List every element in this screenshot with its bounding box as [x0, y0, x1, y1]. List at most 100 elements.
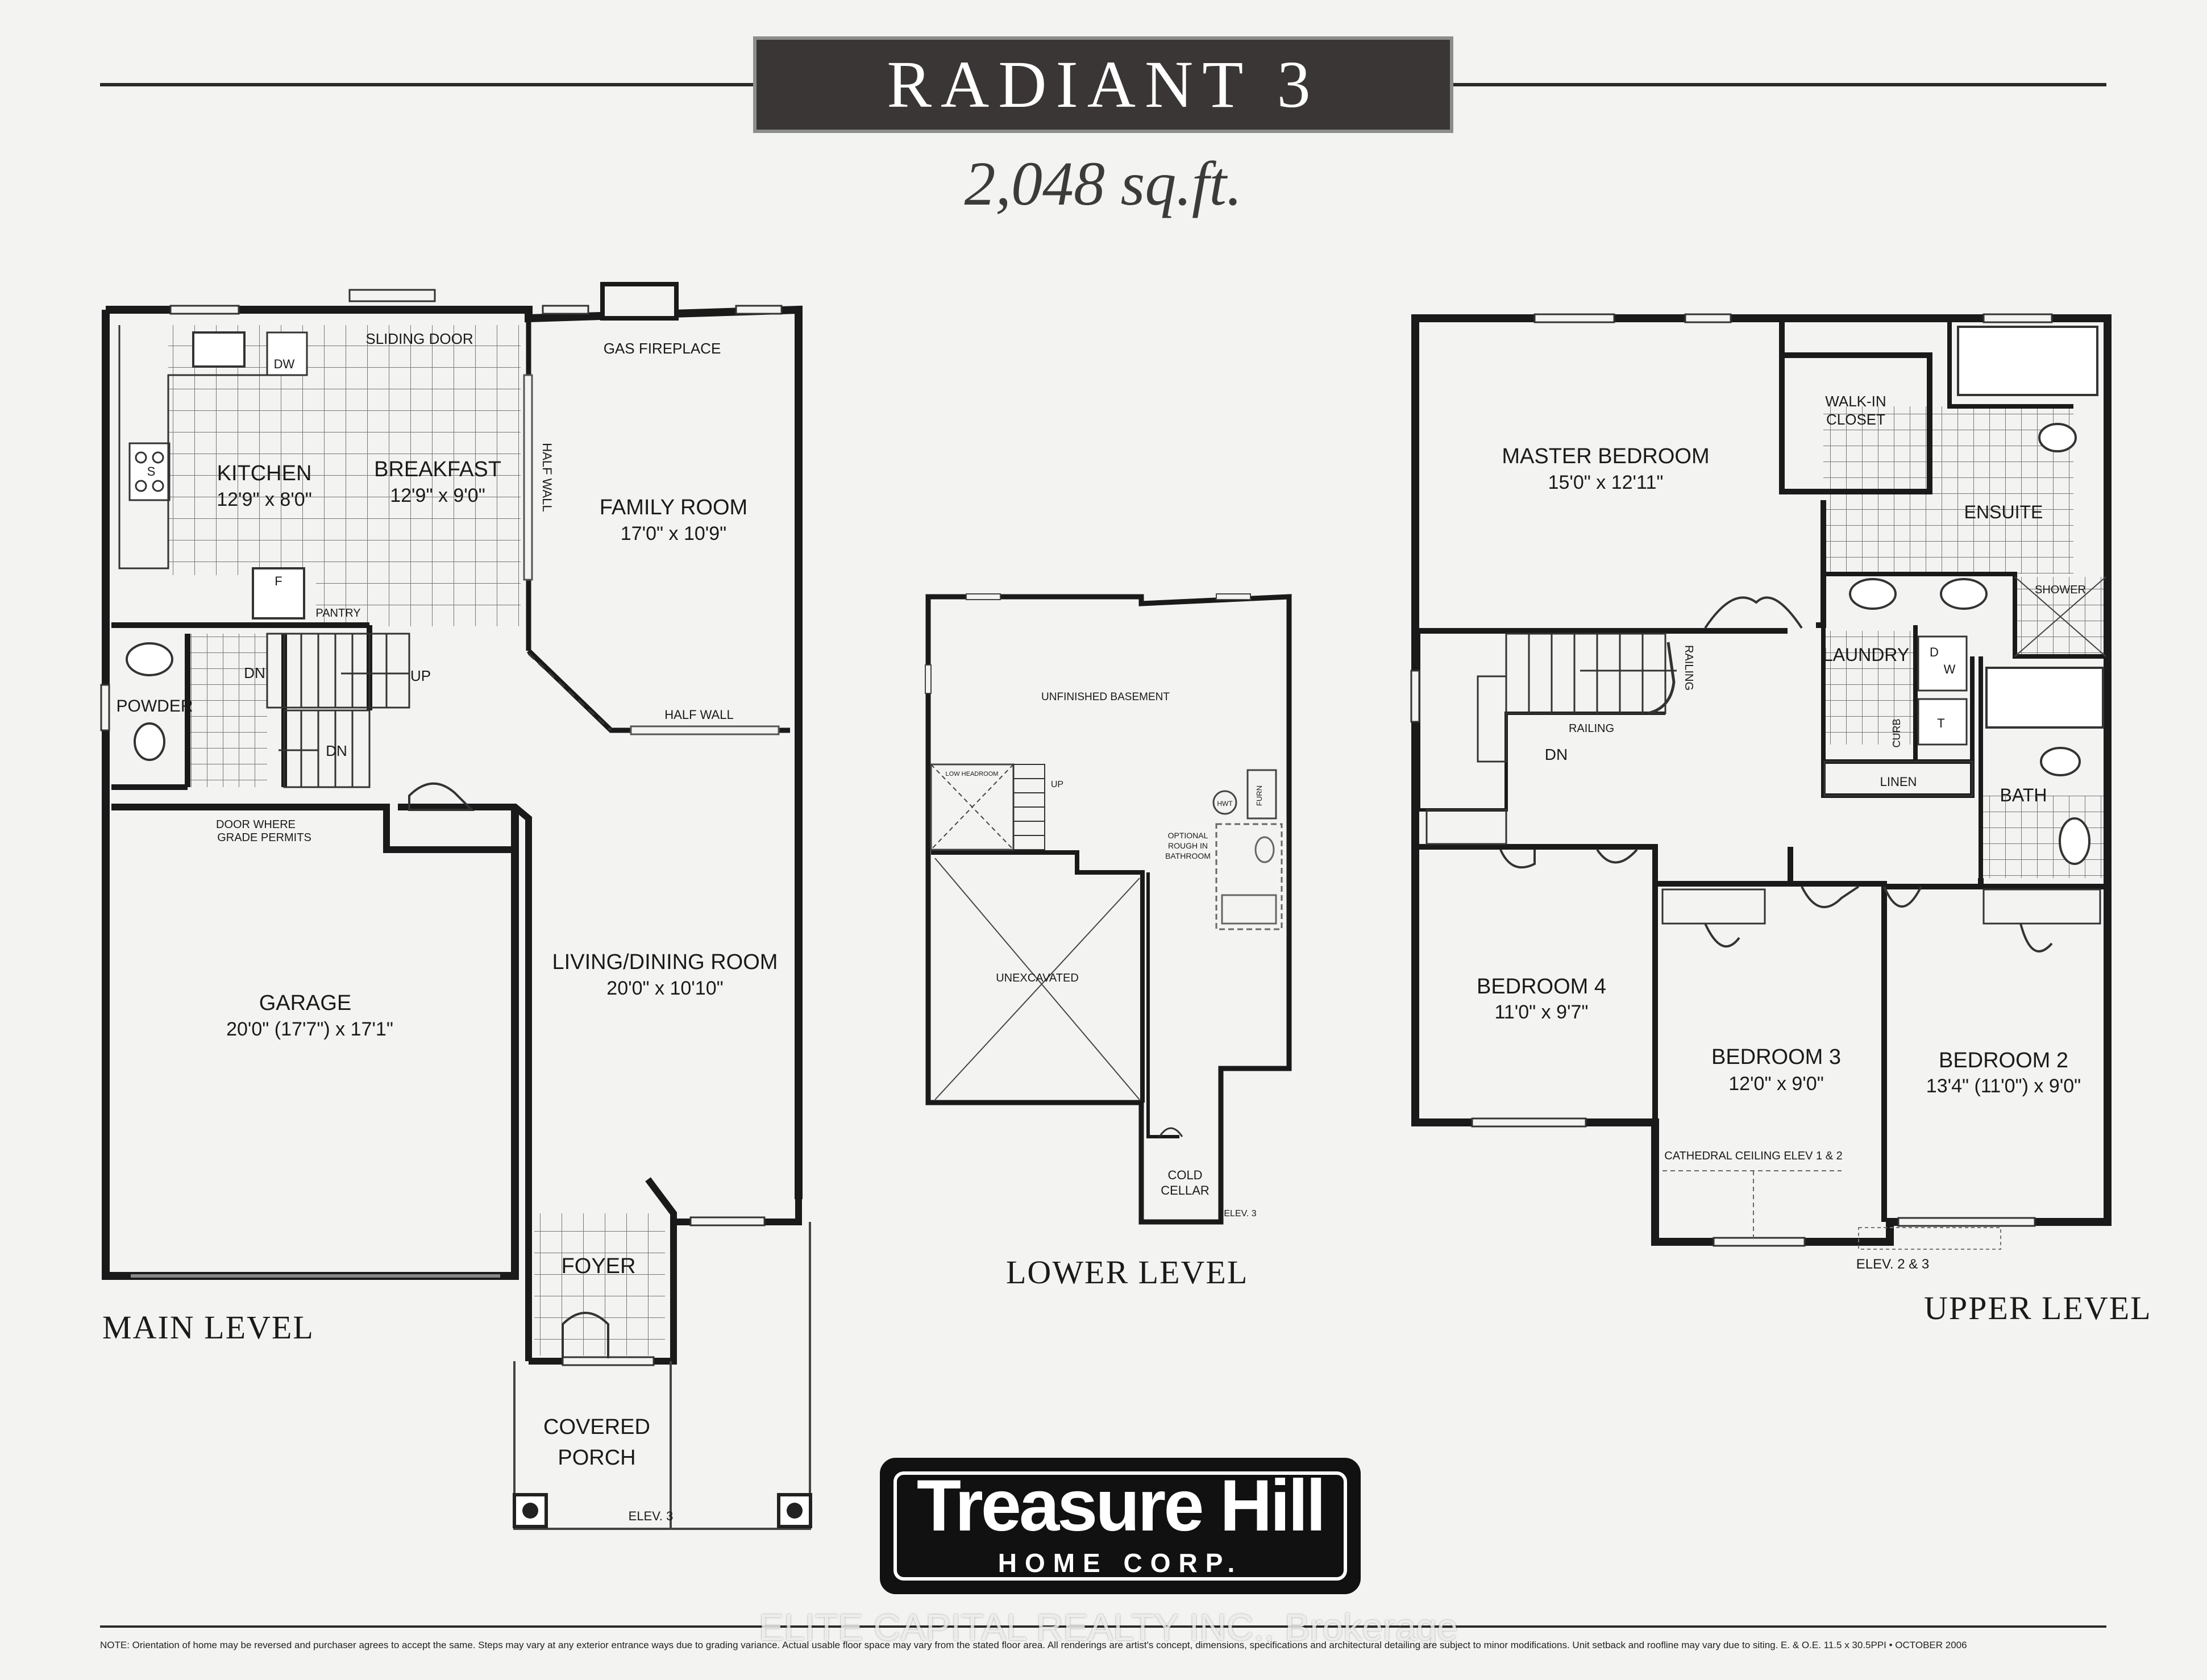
porch-line2: PORCH	[558, 1446, 635, 1470]
upper-window-6	[1713, 1237, 1806, 1247]
burner-icon	[152, 480, 164, 492]
upper-master-wall	[1419, 500, 1826, 634]
low-headroom-label: LOW HEADROOM	[946, 771, 999, 777]
upper-level-plan: MASTER BEDROOM 15'0" x 12'11" WALK-IN CL…	[1410, 313, 2112, 1272]
header-rule-right	[1453, 83, 2106, 86]
lower-up-label: UP	[1051, 780, 1063, 789]
door-swing	[2019, 923, 2053, 953]
upper-window-4	[1410, 669, 1420, 723]
builder-logo-main: Treasure Hill	[916, 1465, 1326, 1546]
porch-column-left	[513, 1493, 548, 1528]
bedroom3-dimensions: 12'0" x 9'0"	[1728, 1073, 1824, 1095]
unexcavated-diag-2	[934, 878, 1140, 1100]
builder-logo: Treasure Hill HOME CORP.	[880, 1458, 1361, 1594]
ensuite-sink-2	[1940, 578, 1988, 610]
breakfast-name: BREAKFAST	[374, 458, 501, 481]
door-swing	[408, 782, 475, 811]
dw-label: DW	[274, 357, 295, 371]
door-swing	[1499, 849, 1638, 869]
foyer-tile	[534, 1213, 665, 1355]
burner-icon	[135, 480, 147, 492]
upper-stair-wall	[1417, 631, 1665, 812]
bath-sink	[2059, 817, 2090, 865]
pantry-label: PANTRY	[315, 607, 360, 619]
half-wall-vertical	[523, 374, 533, 581]
lower-window-2	[1216, 593, 1251, 600]
upper-bedroom-walls	[1419, 844, 2108, 1222]
unexcavated-diag-1	[934, 858, 1140, 1100]
dishwasher-icon	[266, 331, 308, 376]
porch-line1: COVERED	[543, 1415, 650, 1439]
upper-window-7	[1897, 1217, 2036, 1227]
upper-window-5	[1471, 1117, 1587, 1128]
stairs-dn-upper: DN	[244, 664, 265, 681]
laundry-dryer	[1917, 635, 1968, 692]
main-window-4	[100, 684, 110, 731]
cathedral-ceiling-label: CATHEDRAL CEILING ELEV 1 & 2	[1664, 1150, 1842, 1162]
sink-icon	[192, 331, 246, 368]
laundry-tile	[1824, 631, 1915, 745]
door-note-line2: GRADE PERMITS	[217, 831, 311, 844]
upper-window-2	[1684, 313, 1732, 323]
kitchen-dimensions: 12'9" x 8'0"	[217, 489, 312, 510]
bedroom4-dimensions: 11'0" x 9'7"	[1494, 1001, 1588, 1023]
closet-bed3	[1661, 888, 1766, 925]
fridge-icon	[252, 567, 305, 619]
breakfast-tile	[316, 325, 521, 626]
rough-in-label-3: BATHROOM	[1165, 851, 1211, 860]
door-note-line1: DOOR WHERE	[216, 818, 296, 831]
porch-column-right-dot	[787, 1503, 803, 1519]
ensuite-toilet	[2038, 423, 2077, 452]
upper-elev23-label: ELEV. 2 & 3	[1856, 1257, 1930, 1272]
door-swing	[1704, 923, 1740, 948]
gas-fireplace-label: GAS FIREPLACE	[604, 340, 721, 357]
walk-in-label-2: CLOSET	[1826, 411, 1885, 428]
main-level-caption: MAIN LEVEL	[102, 1309, 314, 1346]
master-bedroom-dimensions: 15'0" x 12'11"	[1548, 472, 1664, 493]
main-level-plan: KITCHEN 12'9" x 8'0" BREAKFAST 12'9" x 9…	[100, 282, 812, 1530]
furnace-label: FURN	[1255, 785, 1263, 806]
garage-name: GARAGE	[259, 991, 352, 1015]
ensuite-label: ENSUITE	[1964, 502, 2043, 522]
family-room-name: FAMILY ROOM	[600, 496, 747, 519]
header-rule-left	[100, 83, 754, 86]
unfinished-basement-label: UNFINISHED BASEMENT	[1041, 691, 1170, 703]
powder-name: POWDER	[117, 697, 193, 716]
living-dining-dimensions: 20'0" x 10'10"	[606, 978, 723, 999]
builder-logo-sub: HOME CORP.	[997, 1548, 1243, 1578]
rough-in-tub	[1221, 894, 1277, 925]
upper-stairs	[1477, 633, 1677, 763]
rough-in-label-1: OPTIONAL	[1168, 831, 1208, 840]
railing-line	[1648, 642, 1676, 715]
bath-tub	[1985, 667, 2104, 729]
burner-icon	[152, 451, 164, 464]
living-dining-name: LIVING/DINING ROOM	[552, 950, 778, 974]
dryer-label: D	[1930, 645, 1939, 659]
kitchen-name: KITCHEN	[217, 461, 312, 485]
main-window-5	[689, 1216, 766, 1226]
lower-level-caption: LOWER LEVEL	[1006, 1254, 1249, 1291]
master-bedroom-name: MASTER BEDROOM	[1502, 444, 1709, 468]
garage-dimensions: 20'0" (17'7") x 17'1"	[226, 1018, 393, 1040]
lower-level-plan: UNFINISHED BASEMENT LOW HEADROOM UP HWT …	[925, 593, 1292, 1225]
upper-window-1	[1533, 313, 1615, 323]
footer-rule	[100, 1625, 2106, 1628]
counter-outline	[118, 325, 267, 569]
upper-level-caption: UPPER LEVEL	[1924, 1290, 2152, 1326]
bedroom4-name: BEDROOM 4	[1477, 975, 1606, 999]
powder-sink-icon	[126, 642, 173, 676]
brokerage-watermark: ELITE CAPITAL REALTY INC., Brokerage	[759, 1606, 1458, 1648]
bedroom2-dimensions: 13'4" (11'0") x 9'0"	[1926, 1075, 2081, 1097]
linen-closet	[1823, 760, 1973, 797]
upper-window-3	[1982, 313, 2053, 323]
foyer-name: FOYER	[562, 1254, 636, 1278]
main-elev3-label: ELEV. 3	[629, 1509, 674, 1523]
shower-label: SHOWER	[2035, 584, 2086, 596]
rough-in-label-2: ROUGH IN	[1168, 841, 1208, 850]
upper-walkin-wall	[1779, 318, 1932, 494]
burner-icon	[135, 451, 147, 464]
unexcavated-label: UNEXCAVATED	[996, 972, 1079, 984]
lower-stairs	[1013, 764, 1045, 850]
builder-logo-frame	[893, 1471, 1347, 1581]
